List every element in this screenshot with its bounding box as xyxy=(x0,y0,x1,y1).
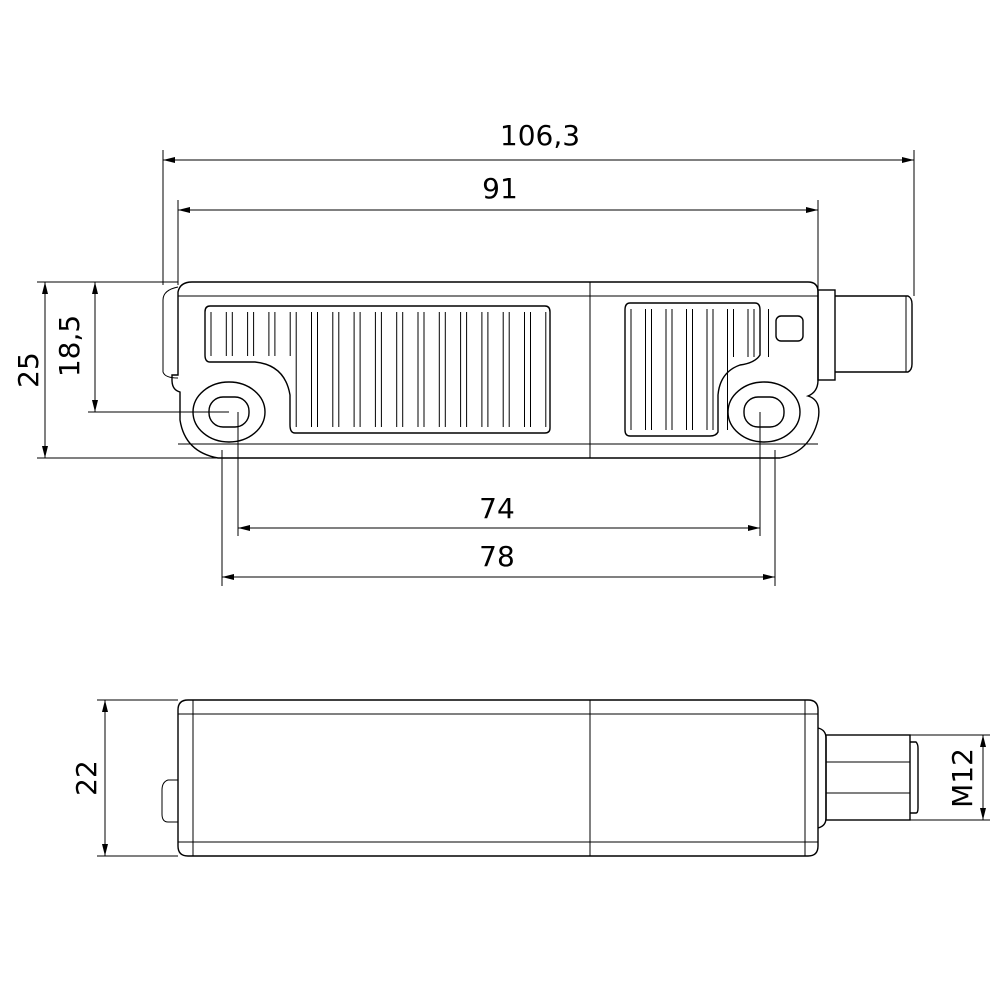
side-view: 22 M12 xyxy=(70,699,990,857)
dimension-thickness: 22 xyxy=(70,760,103,796)
connector-top xyxy=(817,289,913,381)
sensor-body-outline xyxy=(162,281,820,459)
dimension-thread: M12 xyxy=(946,748,979,808)
left-rib-array xyxy=(204,305,551,434)
mounting-hole-right xyxy=(727,381,801,443)
dimension-height: 25 xyxy=(12,352,45,388)
connector-side xyxy=(817,727,919,829)
dimension-hole-height: 18,5 xyxy=(53,315,86,377)
dimension-hole-spacing-inner: 74 xyxy=(479,492,515,525)
extension-lines xyxy=(37,150,915,586)
right-rib-array xyxy=(624,302,769,437)
indicator-window xyxy=(775,315,804,342)
dimension-hole-spacing-outer: 78 xyxy=(479,540,515,573)
dimension-overall-length: 106,3 xyxy=(500,119,580,152)
sensor-body-side xyxy=(161,699,819,857)
extension-lines-side xyxy=(97,699,990,857)
top-view: 106,3 91 25 18,5 74 78 xyxy=(12,119,915,586)
dimension-body-length: 91 xyxy=(482,172,518,205)
